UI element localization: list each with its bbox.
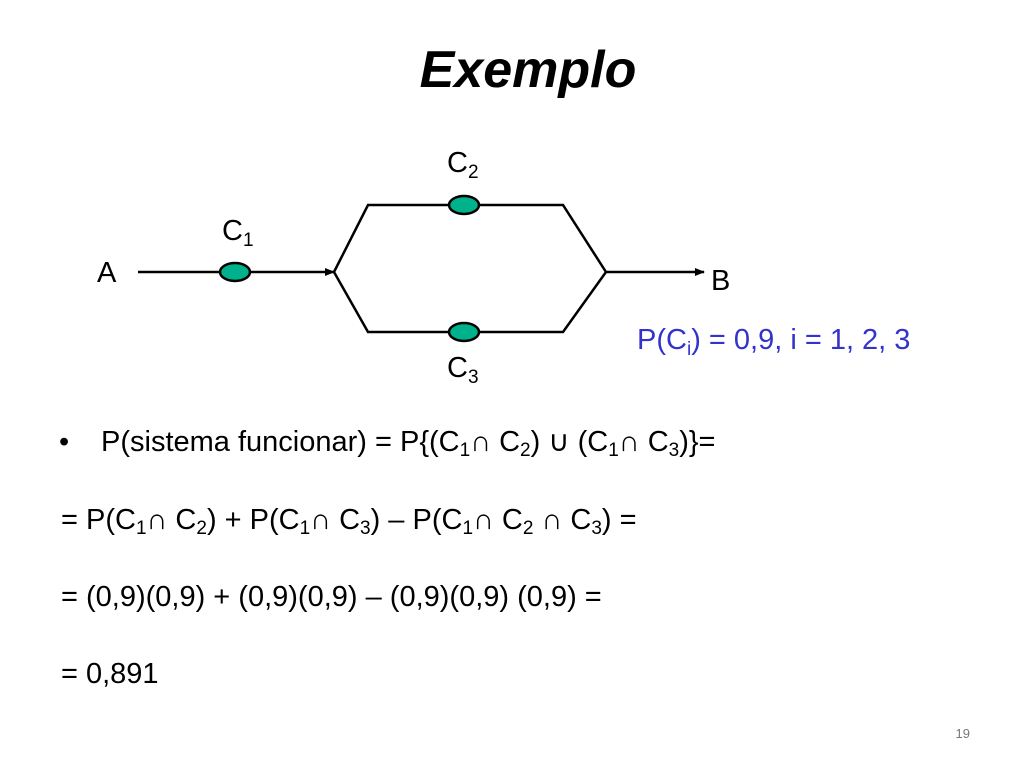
node-b-label: B — [711, 265, 730, 297]
slide-title: Exemplo — [419, 41, 637, 99]
equation-line-3: = (0,9)(0,9) + (0,9)(0,9) – (0,9)(0,9) (… — [61, 583, 602, 612]
component-c1-label: C1 — [222, 215, 254, 251]
page-number: 19 — [955, 726, 970, 741]
component-c1-node — [218, 261, 252, 283]
component-c3-label: C3 — [447, 352, 479, 388]
equation-1-text: P(sistema funcionar) = P{(C1∩ C2) ∪ (C1∩… — [101, 426, 716, 461]
component-c2-node — [447, 194, 481, 216]
circuit-diagram: A B C1 C2 C3 P(Ci) = 0,9, i = 1, 2, 3 — [97, 147, 910, 388]
upper-branch-wire — [332, 203, 608, 273]
component-probability: P(Ci) = 0,9, i = 1, 2, 3 — [637, 324, 910, 360]
equation-line-4: = 0,891 — [61, 660, 159, 689]
component-c3-node — [447, 321, 481, 343]
node-a-label: A — [97, 257, 117, 289]
equation-4-result: = 0,891 — [61, 658, 159, 690]
equation-line-1: • P(sistema funcionar) = P{(C1∩ C2) ∪ (C… — [59, 426, 716, 461]
equation-3-text: = (0,9)(0,9) + (0,9)(0,9) – (0,9)(0,9) (… — [61, 581, 602, 613]
bullet-marker: • — [59, 426, 70, 458]
equation-line-2: = P(C1∩ C2) + P(C1∩ C3) – P(C1∩ C2 ∩ C3)… — [61, 504, 637, 539]
equation-2-text: = P(C1∩ C2) + P(C1∩ C3) – P(C1∩ C2 ∩ C3)… — [61, 504, 637, 539]
component-c2-label: C2 — [447, 147, 479, 183]
